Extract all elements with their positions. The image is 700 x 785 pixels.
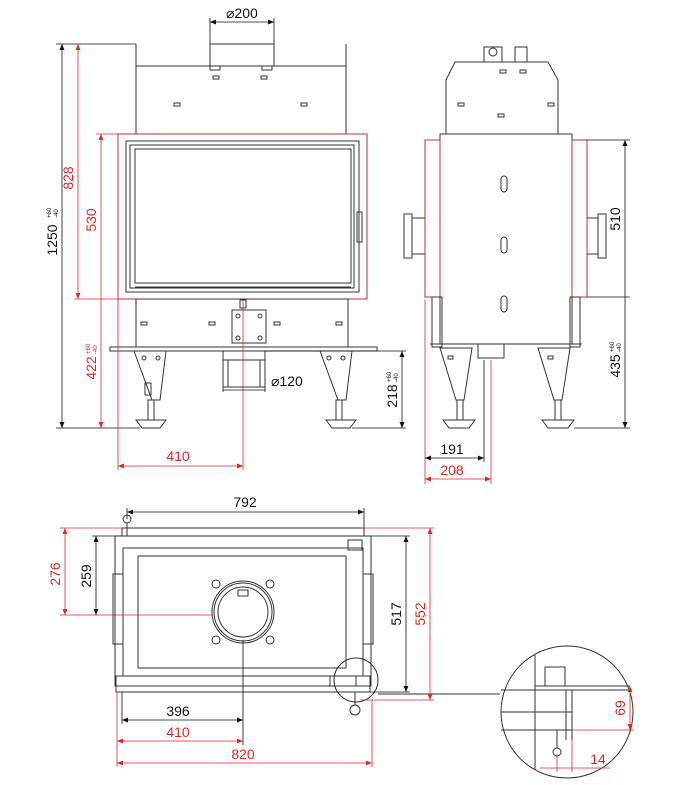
svg-text:-40: -40 xyxy=(617,343,623,352)
detail-height-label: 69 xyxy=(612,700,628,716)
left-leg xyxy=(133,350,167,401)
side-handle-right xyxy=(597,213,607,259)
svg-text:435: 435 xyxy=(607,354,623,378)
detail-dimension-lines xyxy=(540,686,634,772)
plan-depth-outer-label: 276 xyxy=(47,562,63,586)
plan-firebox xyxy=(137,555,347,669)
total-depth-label: 552 xyxy=(412,602,428,626)
door-height-label: 510 xyxy=(607,207,623,231)
left-foot xyxy=(135,419,167,429)
detail-view xyxy=(378,645,634,779)
svg-text:-40: -40 xyxy=(54,209,60,218)
depth-inner-label: 191 xyxy=(440,441,464,457)
air-box xyxy=(231,309,267,344)
glass-height-label: 530 xyxy=(83,208,99,232)
width-top-label: 792 xyxy=(233,494,257,510)
side-view xyxy=(403,46,607,429)
svg-text:+60: +60 xyxy=(610,341,616,352)
dimension-arrows xyxy=(59,19,633,766)
detail-offset-label: 14 xyxy=(590,751,606,767)
side-leg-right xyxy=(537,347,571,401)
side-leg-left xyxy=(439,347,473,401)
top-housing xyxy=(135,65,347,135)
detail-callout-circle xyxy=(333,657,379,703)
side-base-height-label: 435 +60 -40 xyxy=(607,341,623,378)
door-handle xyxy=(356,211,363,243)
svg-text:+60: +60 xyxy=(387,371,393,382)
front-view xyxy=(109,43,378,429)
right-foot xyxy=(325,419,357,429)
total-height-label: 1250 +60 -40 xyxy=(44,207,60,255)
air-inlet-diameter-label: ⌀120 xyxy=(271,373,303,389)
side-air-inlet xyxy=(477,343,505,359)
base-plate xyxy=(109,346,378,352)
total-width-label: 820 xyxy=(231,746,255,762)
side-dimension-lines xyxy=(424,139,630,484)
glass-pane xyxy=(134,148,352,284)
air-inlet-height-label: 218 +60 -40 xyxy=(384,371,400,408)
side-door-left xyxy=(424,139,441,298)
plan-depth-inner-label: 259 xyxy=(78,564,94,588)
right-leg xyxy=(319,350,353,401)
body-depth-label: 517 xyxy=(388,602,404,626)
upper-height-label: 828 xyxy=(60,166,76,190)
door-frame xyxy=(117,133,368,300)
svg-text:+60: +60 xyxy=(86,343,92,354)
svg-text:-40: -40 xyxy=(394,373,400,382)
air-inlet-pipe xyxy=(222,350,266,388)
flue-pipe xyxy=(209,43,275,67)
lower-body xyxy=(135,298,349,348)
plan-dimension-lines xyxy=(60,508,434,767)
side-door-right xyxy=(571,139,588,298)
center-offset-label: 410 xyxy=(166,448,190,464)
svg-text:1250: 1250 xyxy=(44,224,60,255)
depth-outer-label: 208 xyxy=(440,462,464,478)
front-dimension-lines xyxy=(56,18,406,470)
base-height-label: 422 +60 -40 xyxy=(83,343,99,380)
svg-text:422: 422 xyxy=(83,356,99,380)
axis-offset-inner-label: 396 xyxy=(166,703,190,719)
svg-text:218: 218 xyxy=(384,384,400,408)
axis-offset-outer-label: 410 xyxy=(166,724,190,740)
door-inner-frame xyxy=(125,140,360,293)
flue-diameter-label: ⌀200 xyxy=(226,5,258,21)
side-handle-left xyxy=(403,213,413,259)
svg-text:-40: -40 xyxy=(93,345,99,354)
svg-text:+60: +60 xyxy=(47,207,53,218)
side-body xyxy=(439,133,573,345)
